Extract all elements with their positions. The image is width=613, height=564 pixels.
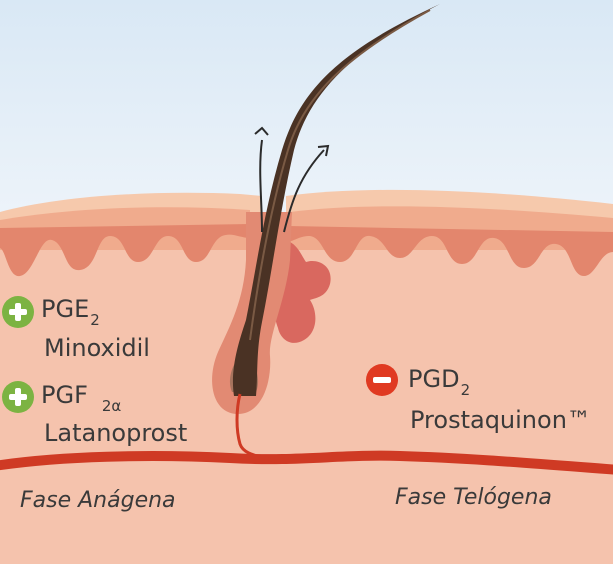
hair-shaft-highlight bbox=[249, 9, 431, 341]
plus-icon bbox=[2, 296, 34, 328]
growth-arrow-left bbox=[259, 139, 263, 233]
capillary bbox=[235, 393, 279, 464]
papillae-band bbox=[0, 224, 250, 277]
growth-arrow-right-head bbox=[317, 144, 330, 157]
pge-name: PGE bbox=[41, 295, 90, 323]
pgd-name: PGD bbox=[408, 365, 460, 393]
pgd2-label: PGD2 bbox=[408, 365, 470, 398]
minoxidil-label: Minoxidil bbox=[44, 334, 150, 362]
pge2-label: PGE2 bbox=[41, 295, 100, 328]
pgf-name: PGF bbox=[41, 381, 88, 409]
growth-arrow-left-head bbox=[254, 126, 269, 136]
prostaquinon-label: Prostaquinon™ bbox=[410, 406, 591, 434]
growth-arrow-right bbox=[283, 149, 325, 233]
blood-vessel bbox=[0, 450, 613, 475]
plus-icon bbox=[2, 381, 34, 413]
pgf-subscript: 2α bbox=[101, 397, 122, 415]
latanoprost-label: Latanoprost bbox=[44, 419, 188, 447]
minus-icon bbox=[366, 364, 398, 396]
pge-subscript: 2 bbox=[90, 311, 100, 329]
papillae-band-right bbox=[288, 226, 613, 276]
anagen-phase-label: Fase Anágena bbox=[20, 488, 176, 513]
telogen-phase-label: Fase Telógena bbox=[395, 485, 552, 510]
pgf2a-label: PGF 2α bbox=[41, 381, 121, 414]
pgd-subscript: 2 bbox=[460, 381, 471, 399]
